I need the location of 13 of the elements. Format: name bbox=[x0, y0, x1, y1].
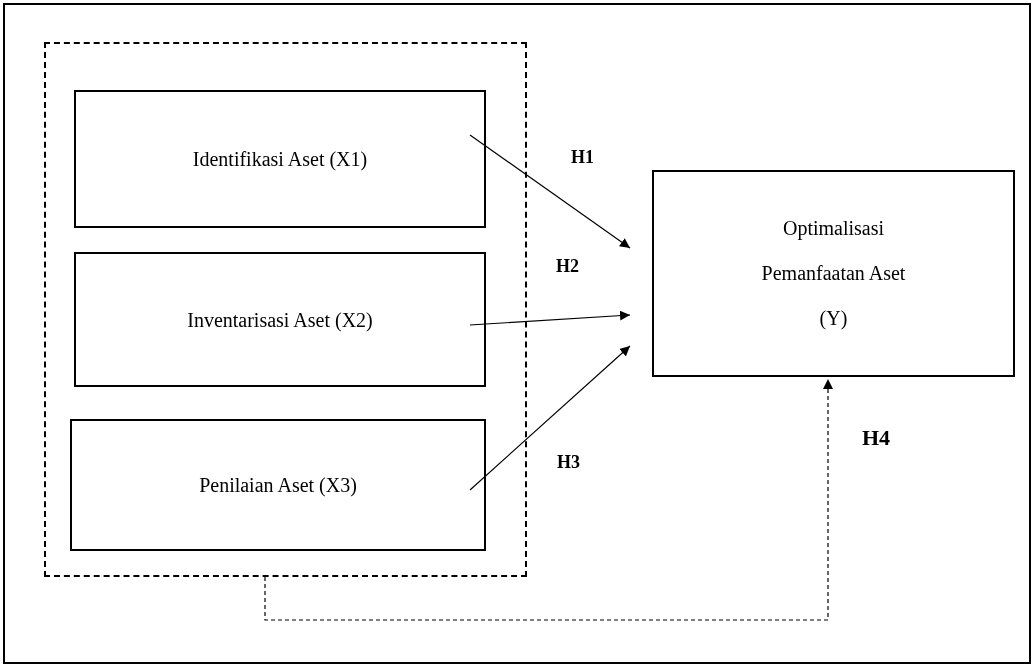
dashed-arrow bbox=[264, 378, 833, 621]
arrow bbox=[469, 345, 631, 491]
node-label: Inventarisasi Aset (X2) bbox=[187, 307, 373, 332]
variable-box bbox=[74, 252, 486, 387]
dependent-variable-box bbox=[652, 170, 1015, 377]
node-label: Penilaian Aset (X3) bbox=[199, 473, 357, 497]
arrow bbox=[469, 310, 631, 326]
arrow bbox=[469, 134, 631, 249]
variable-box bbox=[74, 90, 486, 228]
variable-box bbox=[70, 419, 486, 551]
node-label: Identifikasi Aset (X1) bbox=[192, 147, 368, 171]
dashed-group-box bbox=[44, 42, 527, 577]
node-label: Optimalisasi Pemanfaatan Aset (Y) bbox=[760, 216, 907, 332]
